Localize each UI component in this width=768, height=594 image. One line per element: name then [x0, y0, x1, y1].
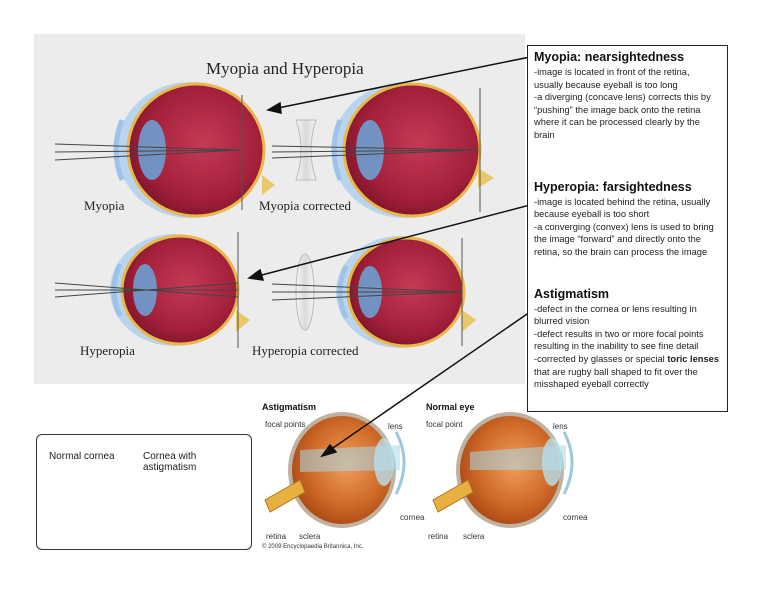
- astigmatism-note-line: misshaped eyeball correctly: [534, 378, 721, 391]
- astigmatism-note-line: that are rugby ball shaped to fit over t…: [534, 366, 721, 379]
- myopia-note-line: usually because eyeball is too long: [534, 79, 721, 92]
- normal-cornea-caption: Normal cornea: [49, 451, 115, 462]
- sclera-label: sclera: [299, 532, 320, 541]
- hyperopia-note-line: retina, so the brain can process the ima…: [534, 246, 721, 259]
- retina-label: retina: [428, 532, 448, 541]
- astigmatism-note-title: Astigmatism: [534, 287, 721, 301]
- copyright-credit: © 2009 Encyclopaedia Britannica, Inc.: [262, 544, 363, 550]
- myopia-note: Myopia: nearsightedness -image is locate…: [534, 50, 721, 142]
- hyperopia-corrected-eye: [272, 236, 476, 348]
- myopia-note-title: Myopia: nearsightedness: [534, 50, 721, 64]
- astigmatism-note-line: -corrected by glasses or special toric l…: [534, 353, 721, 366]
- astigmatism-heading: Astigmatism: [262, 402, 316, 412]
- normal-eye: [433, 414, 572, 526]
- hyperopia-note-line: the image “forward” and directly onto th…: [534, 233, 721, 246]
- toric-lenses-term: toric lenses: [667, 354, 719, 364]
- cornea-label: cornea: [563, 513, 587, 522]
- astigmatism-note-line: resulting in the inability to see fine d…: [534, 340, 721, 353]
- hyperopia-eye: [55, 232, 250, 348]
- focal-point-label: focal point: [426, 420, 462, 429]
- notes-panel: Myopia: nearsightedness -image is locate…: [527, 45, 728, 412]
- astigmatism-note-line: -defect in the cornea or lens resulting …: [534, 303, 721, 316]
- hyperopia-note: Hyperopia: farsightedness -image is loca…: [534, 180, 721, 259]
- astigmatism-note-line: -defect results in two or more focal poi…: [534, 328, 721, 341]
- sclera-label: sclera: [463, 532, 484, 541]
- normal-eye-heading: Normal eye: [426, 402, 475, 412]
- focal-points-label: focal points: [265, 420, 305, 429]
- cornea-label: cornea: [400, 513, 424, 522]
- myopia-label: Myopia: [84, 198, 124, 214]
- myopia-note-line: -image is located in front of the retina…: [534, 66, 721, 79]
- lens-label: lens: [553, 422, 568, 431]
- main-title: Myopia and Hyperopia: [206, 59, 364, 79]
- hyperopia-label: Hyperopia: [80, 343, 135, 359]
- hyperopia-note-line: -a converging (convex) lens is used to b…: [534, 221, 721, 234]
- hyperopia-note-line: -image is located behind the retina, usu…: [534, 196, 721, 209]
- astigmatism-eye: [265, 414, 404, 526]
- astigmatism-cornea-caption: Cornea with astigmatism: [143, 451, 251, 473]
- myopia-note-line: “pushing” the image back onto the retina: [534, 104, 721, 117]
- concave-lens: [296, 120, 316, 180]
- myopia-note-line: -a diverging (concave lens) corrects thi…: [534, 91, 721, 104]
- cornea-comparison-box: Normal cornea Cornea with astigmatism: [36, 434, 252, 550]
- hyperopia-note-line: because eyeball is too short: [534, 208, 721, 221]
- astigmatism-note: Astigmatism -defect in the cornea or len…: [534, 287, 721, 391]
- myopia-note-line: brain: [534, 129, 721, 142]
- hyperopia-corrected-label: Hyperopia corrected: [252, 343, 358, 359]
- toric-prefix: -corrected by glasses or special: [534, 354, 667, 364]
- retina-label: retina: [266, 532, 286, 541]
- myopia-note-line: where it can be processed clearly by the: [534, 116, 721, 129]
- myopia-corrected-label: Myopia corrected: [259, 198, 351, 214]
- astigmatism-note-line: blurred vision: [534, 315, 721, 328]
- hyperopia-note-title: Hyperopia: farsightedness: [534, 180, 721, 194]
- lens-label: lens: [388, 422, 403, 431]
